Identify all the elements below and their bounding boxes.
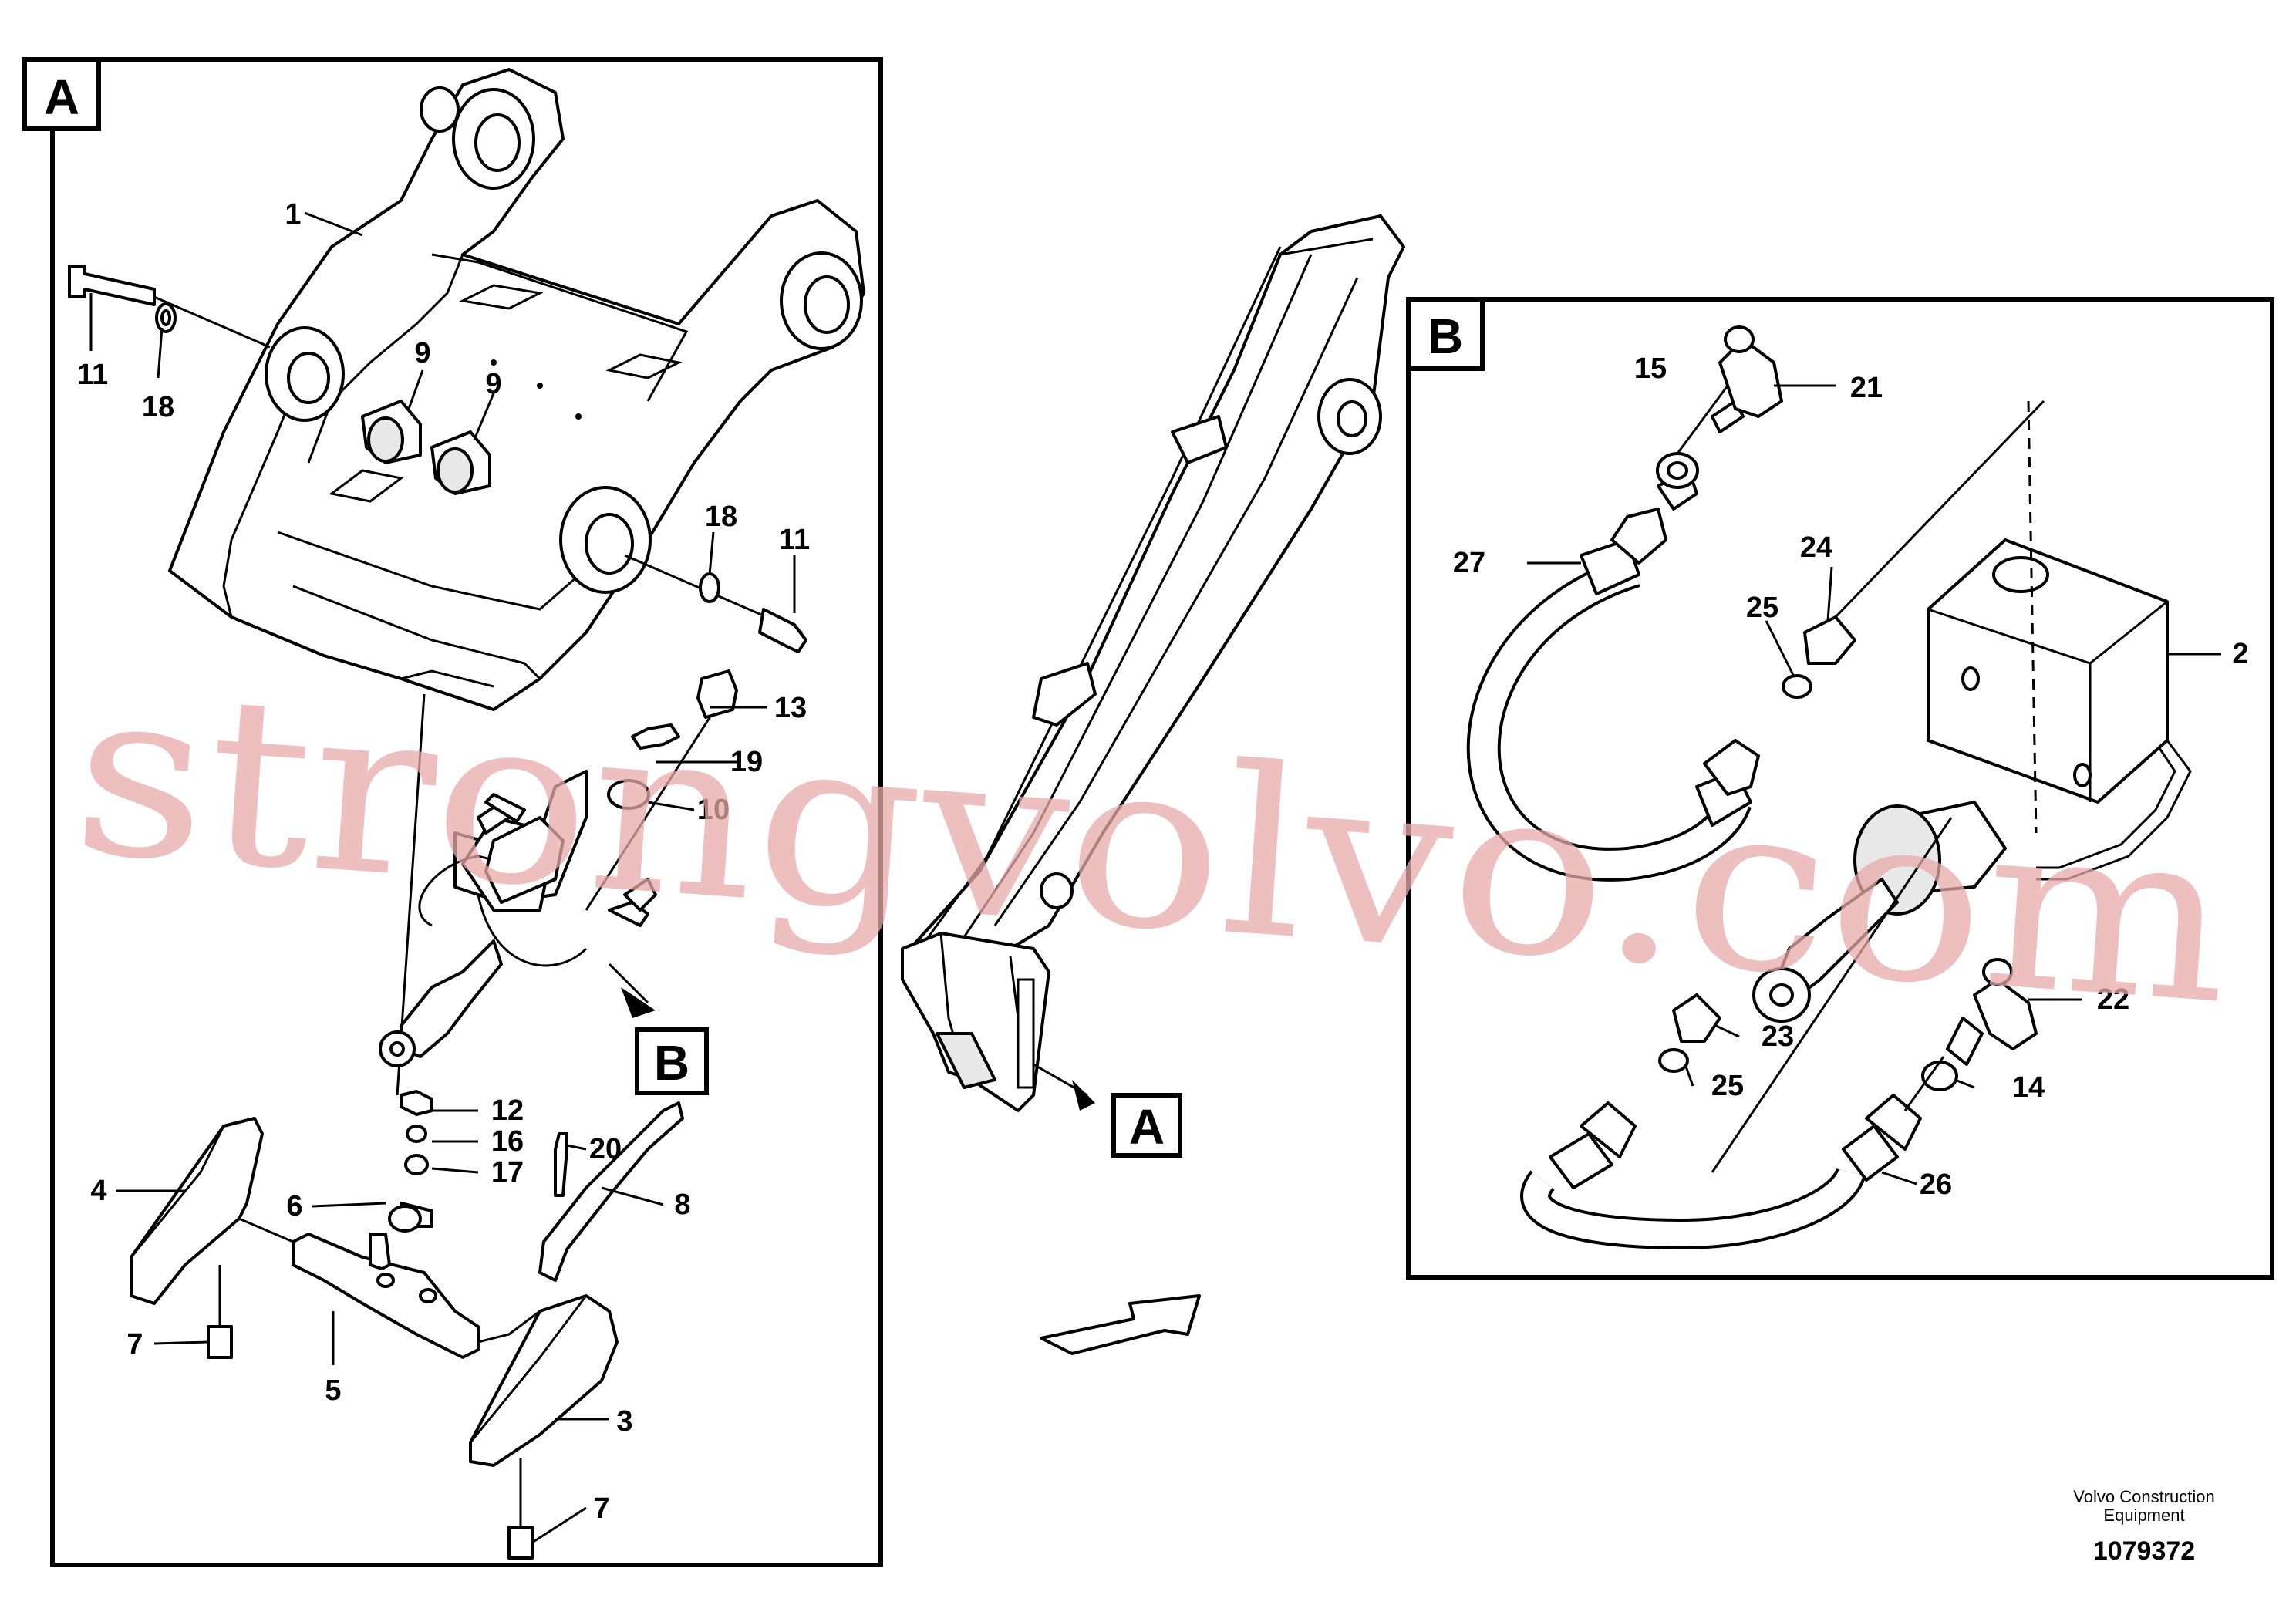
detail-frame-b: B [1406,297,2274,1280]
label-part-25: 25 [1711,1070,1744,1102]
label-part-11: 11 [779,524,810,556]
label-part-14: 14 [2012,1071,2045,1104]
drawing-number: 1079372 [2093,1536,2195,1566]
label-part-11: 11 [77,359,108,391]
label-part-27: 27 [1453,547,1485,579]
label-part-3: 3 [616,1405,632,1438]
label-part-13: 13 [774,692,807,724]
label-part-24: 24 [1800,531,1832,564]
label-part-17: 17 [491,1156,524,1189]
frame-b-letter: B [1428,309,1463,364]
label-part-15: 15 [1634,352,1667,385]
label-part-21: 21 [1850,372,1883,404]
footer-company-line2: Equipment [2103,1506,2184,1525]
label-part-9: 9 [485,368,501,400]
label-part-23: 23 [1762,1020,1794,1053]
callout-a-box: A [1111,1093,1182,1158]
frame-a-letter: A [44,69,79,125]
label-part-8: 8 [674,1189,690,1221]
label-part-16: 16 [491,1125,524,1158]
excavator-arm-overview [901,214,1405,1112]
label-part-18: 18 [705,501,737,533]
label-part-20: 20 [589,1133,622,1165]
callout-b-box: B [608,963,709,1095]
label-part-9: 9 [414,337,430,369]
locking-cylinder-assembly [379,669,738,1067]
label-part-6: 6 [286,1190,302,1222]
label-part-7: 7 [593,1492,609,1525]
drawing-footer: Volvo Construction Equipment 1079372 [2073,1487,2214,1566]
label-part-12: 12 [491,1094,524,1127]
detail-frame-a: A [22,57,883,1567]
label-part-26: 26 [1920,1168,1952,1201]
label-part-22: 22 [2097,983,2129,1016]
label-part-10: 10 [697,794,730,826]
frame-b-labels: 15 21 27 24 25 2 22 23 25 14 26 [1453,352,2249,1201]
label-part-7: 7 [126,1328,143,1361]
quick-coupler-body [168,68,865,711]
label-part-2: 2 [2232,638,2248,670]
callout-b-letter: B [654,1035,689,1091]
frame-a-leader-lines [89,211,796,1544]
coupler-lower-parts [130,1090,684,1560]
label-part-18: 18 [142,391,174,423]
footer-company-line1: Volvo Construction [2073,1487,2214,1506]
view-direction-arrow [1040,1294,1201,1355]
cylinder-hose-detail [1466,325,2192,1250]
label-part-25: 25 [1746,592,1778,624]
label-part-1: 1 [285,198,301,231]
label-part-5: 5 [325,1374,341,1407]
callout-a-letter: A [1129,1099,1165,1155]
label-part-4: 4 [90,1175,106,1207]
frame-a-labels: 1 11 18 9 9 18 11 13 19 10 12 16 17 20 4… [77,198,810,1525]
label-part-19: 19 [730,746,763,778]
pin-bolts-washers-top [68,265,807,1096]
frame-b-leader-lines [1527,384,2221,1185]
